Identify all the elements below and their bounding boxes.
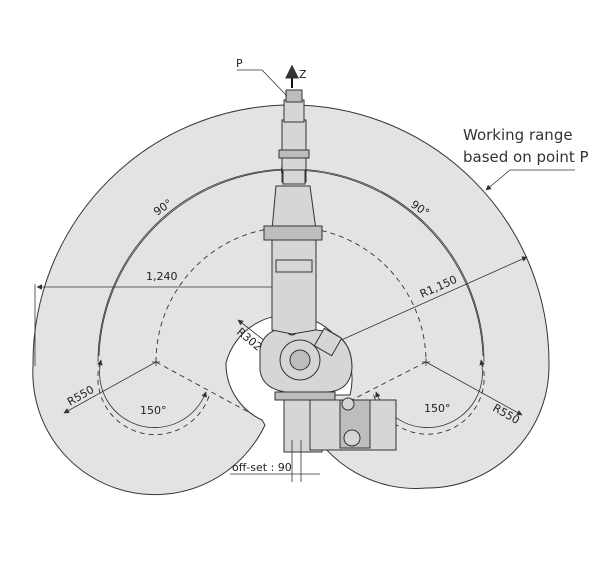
angle-bottom-left-label: 150°	[140, 404, 167, 417]
point-p-label: P	[236, 57, 243, 70]
robot-illustration	[259, 89, 397, 453]
reach-label: 1,240	[146, 270, 178, 283]
point-p-leader	[237, 69, 288, 97]
right-90-arc	[295, 167, 484, 357]
center-markers	[152, 358, 430, 366]
radius-left-line	[63, 361, 157, 414]
axis-z-label: Z	[299, 68, 307, 81]
offset-label: off-set : 90	[232, 461, 292, 474]
left-lower-dashed-arc	[97, 361, 211, 436]
radius-right-line	[425, 361, 523, 416]
left-angle-arc	[97, 359, 207, 428]
working-range-leader	[485, 169, 575, 191]
working-range-label-2: based on point P	[463, 148, 589, 166]
angle-bottom-right-label: 150°	[424, 402, 451, 415]
working-range-label-1: Working range	[463, 126, 573, 144]
left-90-arc	[98, 167, 287, 357]
